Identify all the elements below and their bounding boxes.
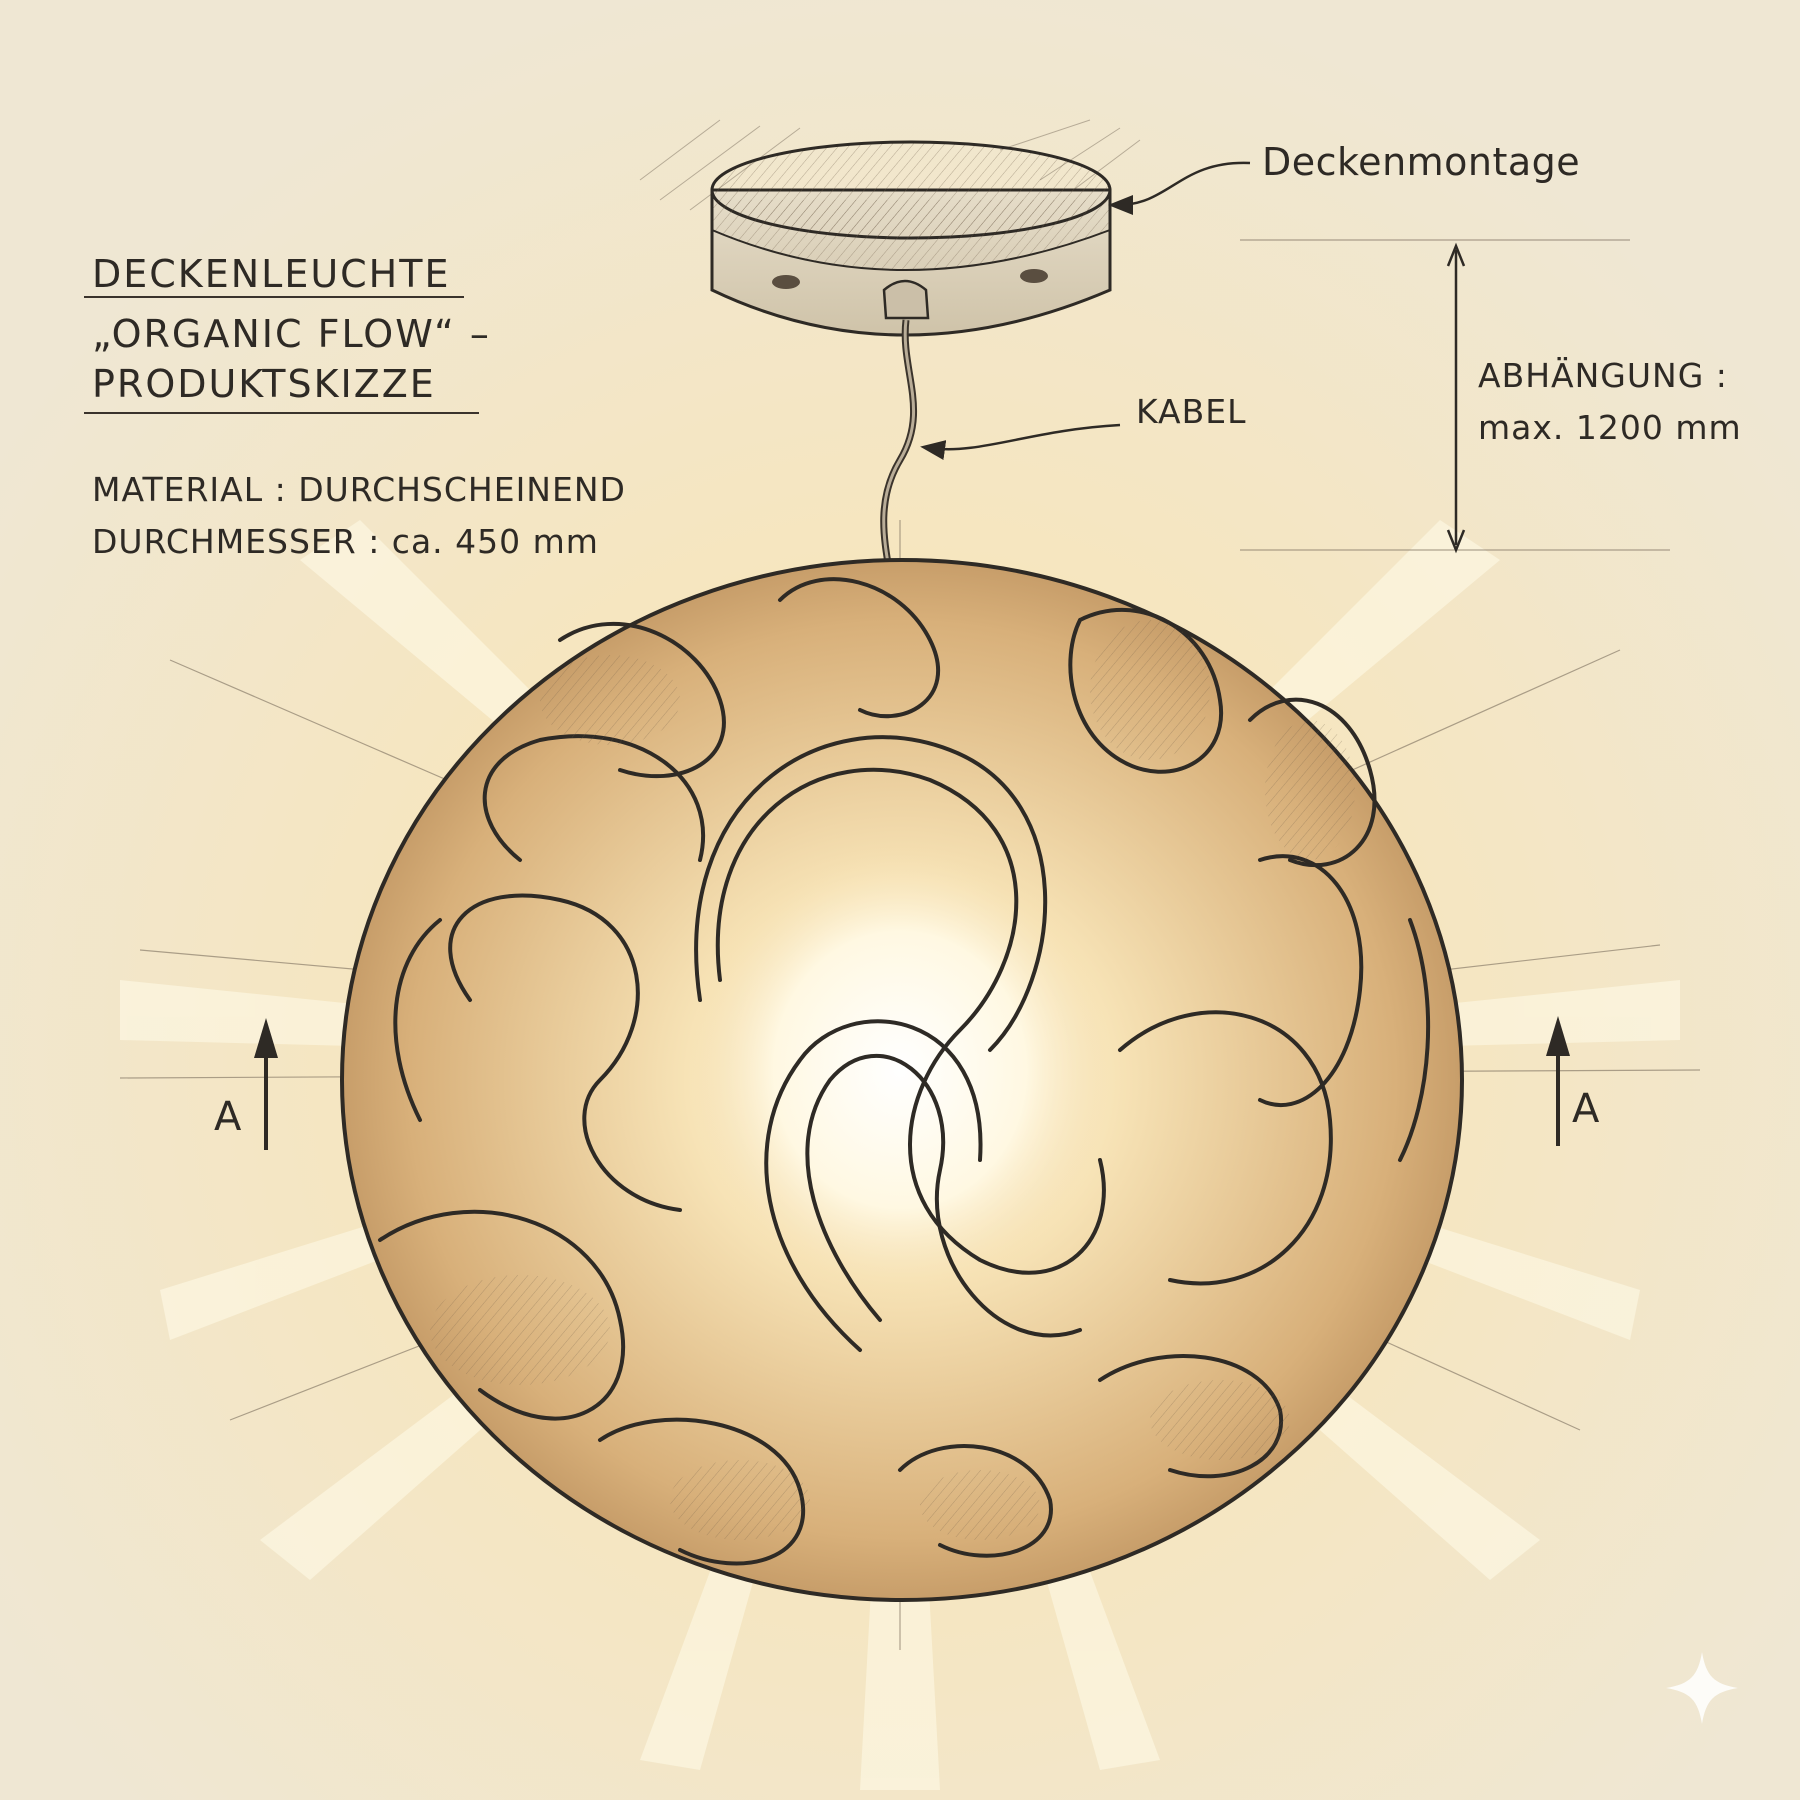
section-arrow-right (1546, 1016, 1570, 1146)
section-arrow-left (254, 1018, 278, 1150)
title-line-3: PRODUKTSKIZZE (92, 362, 436, 406)
ceiling-canopy (710, 140, 1112, 337)
title-underline-2 (84, 412, 479, 414)
title-line-2: „ORGANIC FLOW“ – (92, 312, 491, 356)
title-underline-1 (84, 296, 464, 298)
suspension-label: ABHÄNGUNG : (1478, 356, 1728, 395)
sparkle-icon (1666, 1652, 1738, 1724)
title-line-1: DECKENLEUCHTE (92, 252, 451, 296)
suspension-dimension (1446, 242, 1466, 554)
ceiling-mount-label: Deckenmontage (1262, 140, 1581, 184)
material-spec: MATERIAL : DURCHSCHEINEND (92, 470, 626, 509)
cable-label: KABEL (1136, 392, 1247, 431)
lamp-shade (340, 558, 1464, 1602)
diameter-spec: DURCHMESSER : ca. 450 mm (92, 522, 599, 561)
section-mark-right: A (1572, 1086, 1601, 1132)
suspension-value: max. 1200 mm (1478, 408, 1742, 447)
section-mark-left: A (214, 1094, 243, 1140)
ceiling-mount-leader (1108, 161, 1251, 215)
cable-leader (920, 423, 1121, 460)
